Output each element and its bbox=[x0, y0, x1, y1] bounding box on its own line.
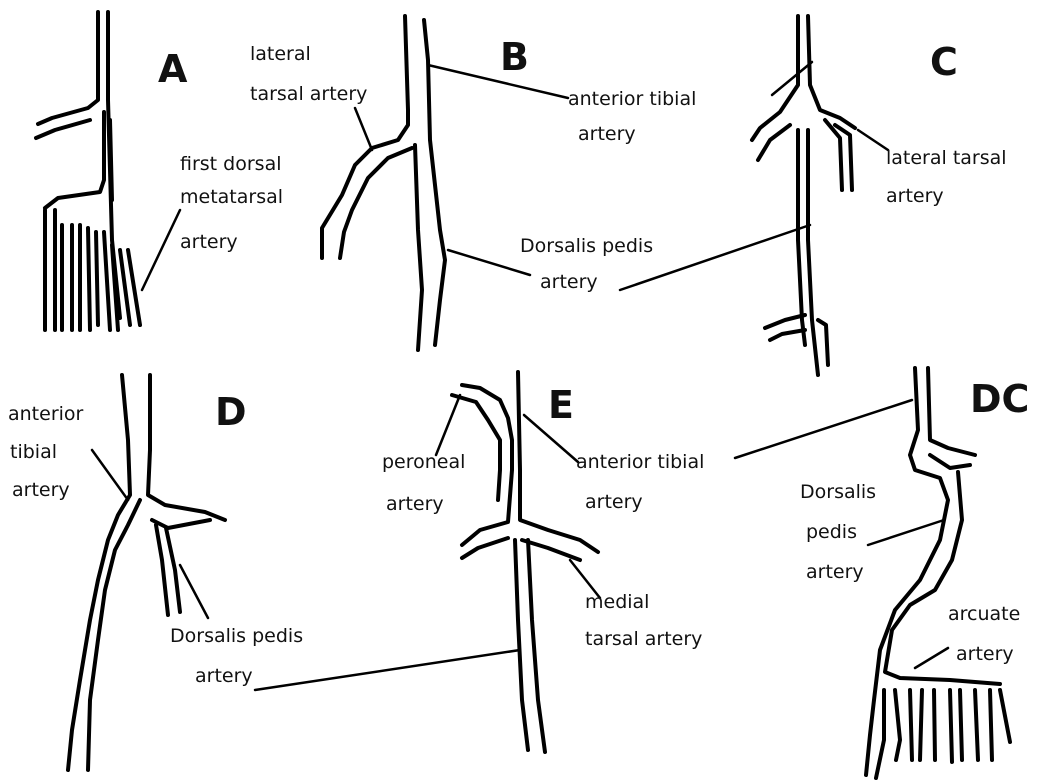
panel-d-anterior-line1: anterior bbox=[8, 403, 84, 425]
panel-b-lateral-line2: tarsal artery bbox=[250, 83, 367, 105]
panel-b-dorsalis-line1: Dorsalis pedis bbox=[520, 235, 653, 257]
panel-dc: DC Dorsalis pedis artery arcuate artery bbox=[800, 368, 1029, 778]
panel-dc-leader-dorsalis bbox=[868, 520, 944, 545]
panel-dc-arcuate-line2: artery bbox=[956, 643, 1014, 665]
panel-dc-leader-arcuate bbox=[915, 648, 948, 668]
panel-e-peroneal-line2: artery bbox=[386, 493, 444, 515]
panel-b: B lateral tarsal artery anterior tibial … bbox=[250, 16, 810, 350]
panel-d-vessels bbox=[68, 375, 225, 770]
panel-dc-letter: DC bbox=[970, 377, 1029, 421]
panel-c-lateral-line1: lateral tarsal bbox=[886, 147, 1007, 169]
panel-e-anterior-line1: anterior tibial bbox=[576, 451, 704, 473]
panel-a: A first dorsal metatarsal artery bbox=[36, 12, 283, 330]
panel-d-dorsalis-line2: artery bbox=[195, 665, 253, 687]
panel-a-letter: A bbox=[158, 47, 188, 91]
panel-de-leader-dorsalis bbox=[255, 650, 520, 690]
panel-a-vessels bbox=[36, 12, 140, 330]
panel-e-medial-line1: medial bbox=[585, 591, 649, 613]
panel-e-anterior-line2: artery bbox=[585, 491, 643, 513]
panel-b-leader-lateral bbox=[355, 108, 372, 150]
panel-edc-leader-anterior bbox=[735, 400, 912, 458]
panel-c: C lateral tarsal artery bbox=[752, 16, 1007, 375]
panel-e-letter: E bbox=[548, 383, 574, 427]
panel-e-leader-peroneal bbox=[436, 395, 460, 455]
panel-d-leader-dorsalis bbox=[180, 565, 208, 618]
panel-b-letter: B bbox=[500, 35, 529, 79]
panel-b-vessels bbox=[322, 16, 445, 350]
panel-e-vessels bbox=[452, 372, 598, 752]
panel-dc-dorsalis-line2: pedis bbox=[806, 521, 857, 543]
panel-a-label-line2: metatarsal bbox=[180, 186, 283, 208]
panel-dc-arcuate-line1: arcuate bbox=[948, 603, 1020, 625]
panel-dc-dorsalis-line3: artery bbox=[806, 561, 864, 583]
panel-dc-dorsalis-line1: Dorsalis bbox=[800, 481, 876, 503]
panel-c-letter: C bbox=[930, 40, 958, 84]
panel-d-anterior-line3: artery bbox=[12, 479, 70, 501]
panel-c-leader-lateral bbox=[858, 130, 888, 150]
panel-e-peroneal-line1: peroneal bbox=[382, 451, 465, 473]
panel-b-leader-anterior bbox=[428, 65, 568, 98]
panel-e-medial-line2: tarsal artery bbox=[585, 628, 702, 650]
panel-d-dorsalis-line1: Dorsalis pedis bbox=[170, 625, 303, 647]
panel-c-leader-anterior bbox=[772, 62, 812, 95]
panel-dc-vessels bbox=[866, 368, 1010, 778]
panel-b-anterior-line1: anterior tibial bbox=[568, 88, 696, 110]
panel-d-letter: D bbox=[215, 390, 247, 434]
panel-b-anterior-line2: artery bbox=[578, 123, 636, 145]
panel-a-leader bbox=[142, 210, 180, 290]
panel-b-lateral-line1: lateral bbox=[250, 43, 311, 65]
panel-a-label-line1: first dorsal bbox=[180, 153, 282, 175]
panel-b-leader-dorsalis bbox=[448, 250, 530, 275]
panel-a-label-line3: artery bbox=[180, 231, 238, 253]
panel-c-lateral-line2: artery bbox=[886, 185, 944, 207]
panel-d-leader-anterior bbox=[92, 450, 128, 500]
panel-b-dorsalis-line2: artery bbox=[540, 271, 598, 293]
panel-d-anterior-line2: tibial bbox=[10, 441, 57, 463]
